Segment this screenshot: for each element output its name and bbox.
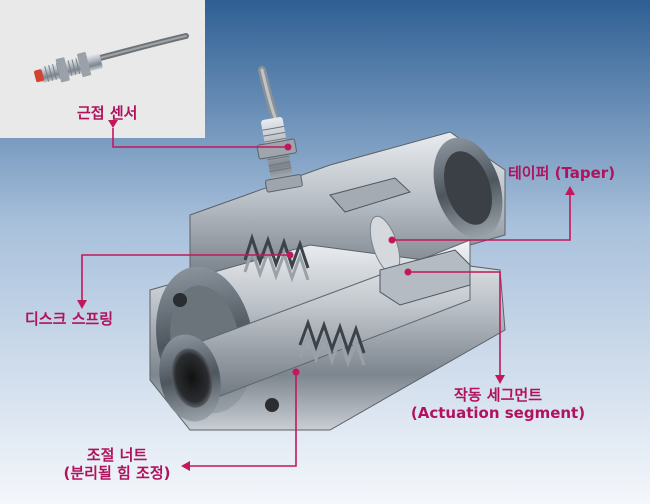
label-adjust-nut-ko: 조절 너트 [86,446,148,464]
label-taper: 테이퍼 (Taper) [508,164,615,182]
label-disc-spring-text: 디스크 스프링 [25,310,114,328]
label-proximity-sensor-text: 근접 센서 [77,104,138,122]
leader-disc-spring [81,254,290,300]
disc-spring-stack-upper [243,233,310,283]
label-disc-spring: 디스크 스프링 [25,310,113,328]
leader-actuation-segment [408,271,501,375]
leader-lines [81,128,571,467]
actuation-segment-part [329,177,471,306]
label-actuation-segment-en: (Actuation segment) [410,404,586,422]
proximity-sensor-photo [34,33,189,83]
label-actuation-segment-ko: 작동 세그먼트 [453,386,543,404]
leader-taper [392,195,571,241]
leader-arrowheads [77,120,575,471]
label-taper-text: 테이퍼 (Taper) [508,164,616,182]
label-adjust-nut-sub: (분리될 힘 조정) [63,464,171,482]
disc-spring-stack-lower [298,318,366,368]
proximity-sensor-part [256,66,303,193]
label-adjust-nut: 조절 너트 (분리될 힘 조정) [52,446,182,482]
leader-proximity-sensor [112,128,288,148]
sensor-inset-panel [0,0,205,138]
label-actuation-segment: 작동 세그먼트 (Actuation segment) [408,386,588,422]
leader-adjust-nut [190,372,297,467]
label-proximity-sensor: 근접 센서 [77,104,137,122]
leader-dots [284,143,412,376]
